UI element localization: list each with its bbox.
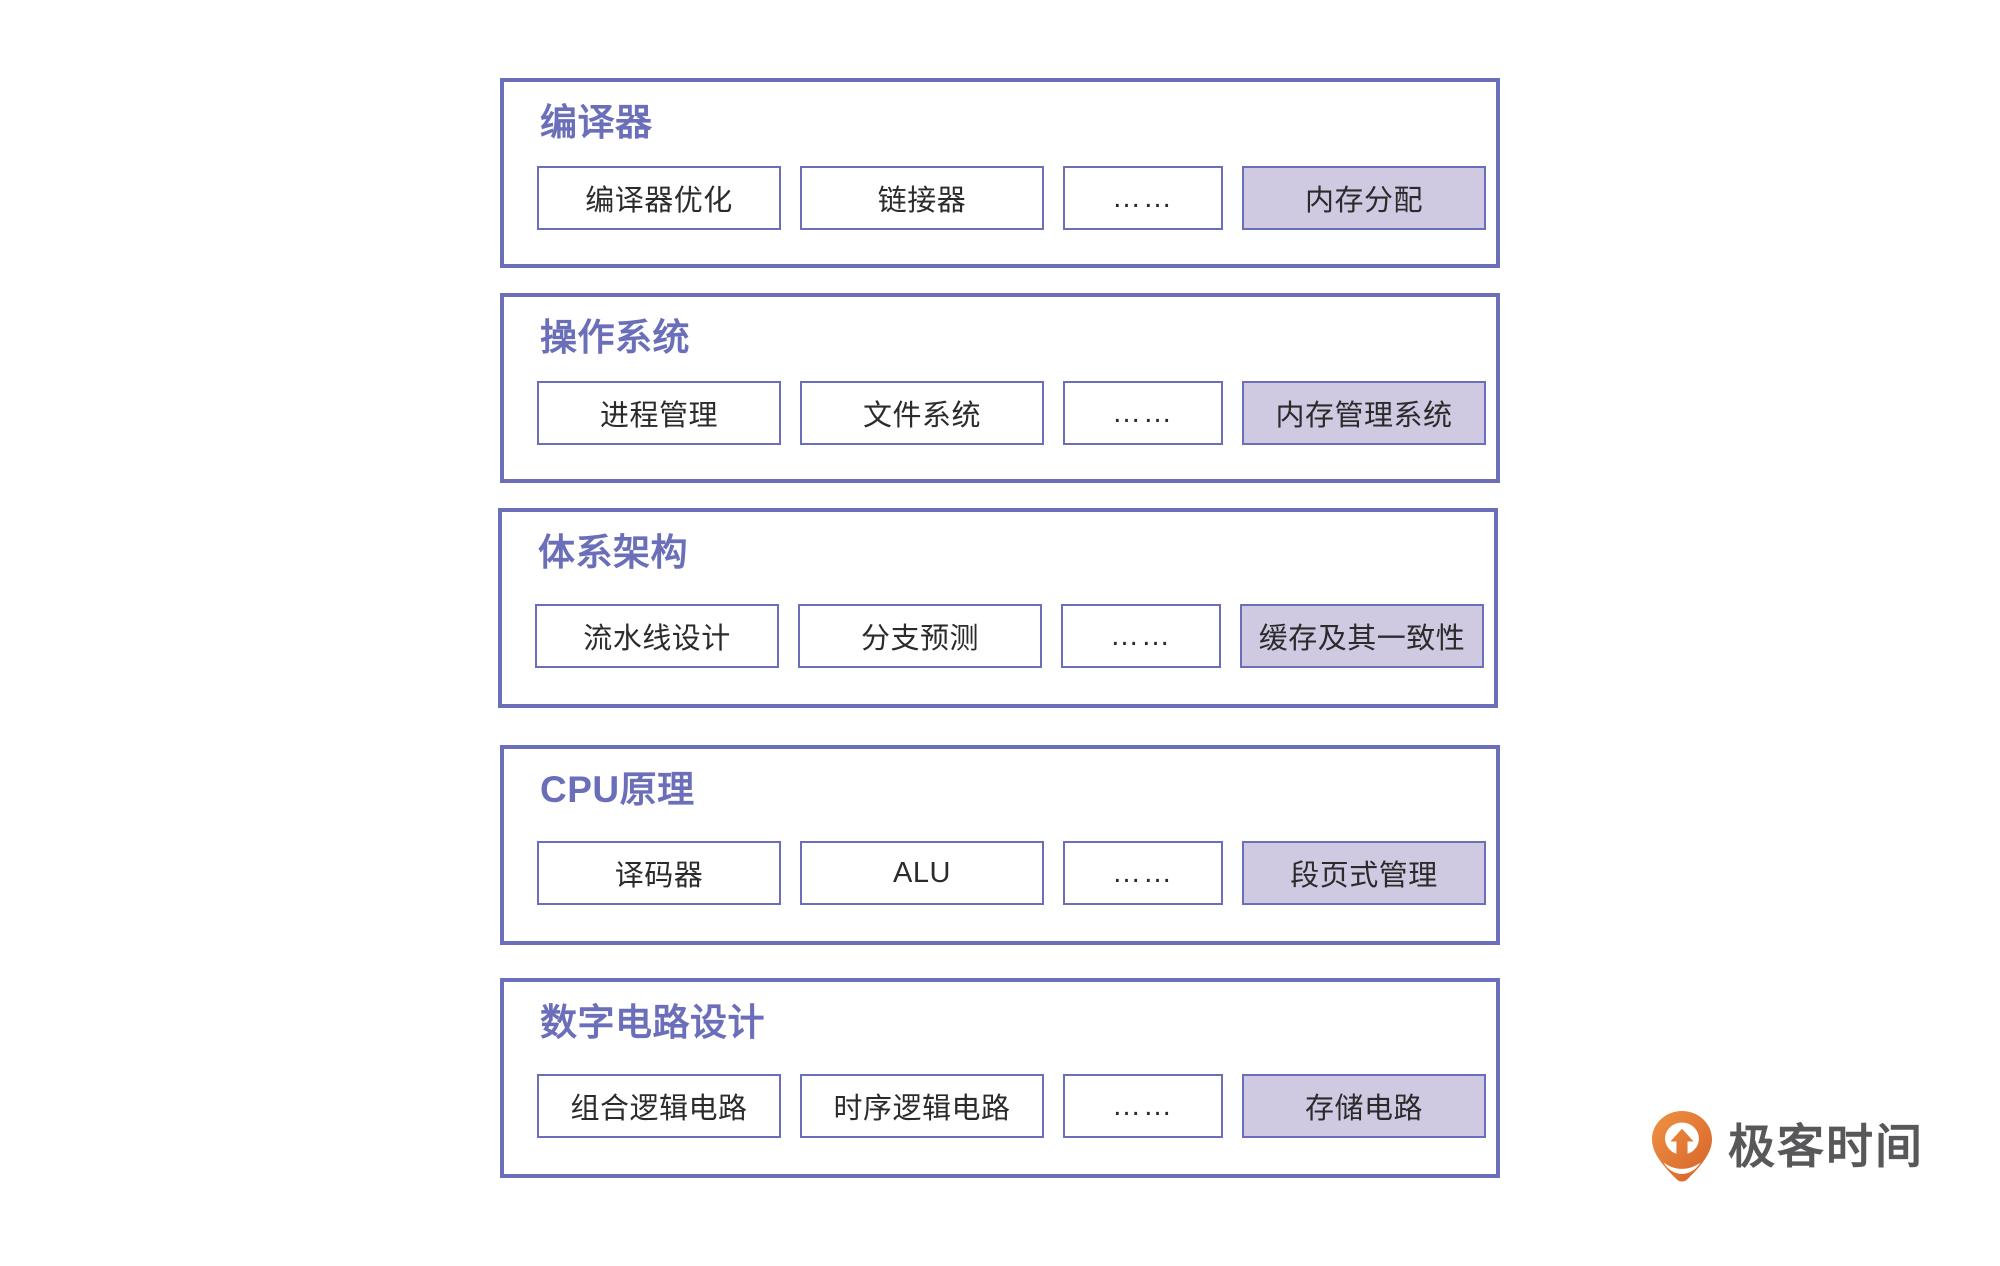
cell-file-system[interactable]: 文件系统 [800, 381, 1044, 445]
layer-digital-circuit-design: 数字电路设计 组合逻辑电路 时序逻辑电路 …… 存储电路 [500, 978, 1500, 1178]
cell-memory-allocation[interactable]: 内存分配 [1242, 166, 1486, 230]
layer-computer-architecture: 体系架构 流水线设计 分支预测 …… 缓存及其一致性 [498, 508, 1498, 708]
cell-ellipsis[interactable]: …… [1063, 841, 1223, 905]
cell-ellipsis[interactable]: …… [1061, 604, 1221, 668]
cell-compiler-optimization[interactable]: 编译器优化 [537, 166, 781, 230]
cell-decoder[interactable]: 译码器 [537, 841, 781, 905]
cell-storage-circuit[interactable]: 存储电路 [1242, 1074, 1486, 1138]
cell-branch-prediction[interactable]: 分支预测 [798, 604, 1042, 668]
layer-cell-group: 编译器优化 链接器 …… 内存分配 [537, 166, 1486, 230]
layer-cell-group: 译码器 ALU …… 段页式管理 [537, 841, 1486, 905]
cell-ellipsis[interactable]: …… [1063, 1074, 1223, 1138]
layer-compiler: 编译器 编译器优化 链接器 …… 内存分配 [500, 78, 1500, 268]
cell-pipeline-design[interactable]: 流水线设计 [535, 604, 779, 668]
layer-title: 操作系统 [540, 317, 690, 358]
cell-cache-coherence[interactable]: 缓存及其一致性 [1240, 604, 1484, 668]
layer-title: 编译器 [540, 102, 653, 143]
layer-cell-group: 流水线设计 分支预测 …… 缓存及其一致性 [535, 604, 1484, 668]
cell-ellipsis[interactable]: …… [1063, 166, 1223, 230]
cell-ellipsis[interactable]: …… [1063, 381, 1223, 445]
layer-operating-system: 操作系统 进程管理 文件系统 …… 内存管理系统 [500, 293, 1500, 483]
layer-title: 数字电路设计 [540, 1002, 765, 1043]
cell-combinational-logic-circuit[interactable]: 组合逻辑电路 [537, 1074, 781, 1138]
cell-memory-management-system[interactable]: 内存管理系统 [1242, 381, 1486, 445]
cell-alu[interactable]: ALU [800, 841, 1044, 905]
cell-segmented-paging-management[interactable]: 段页式管理 [1242, 841, 1486, 905]
cell-process-management[interactable]: 进程管理 [537, 381, 781, 445]
geektime-logo: 极客时间 [1650, 1110, 1924, 1182]
layer-title: CPU原理 [540, 769, 695, 810]
geektime-pin-icon [1652, 1111, 1712, 1182]
layer-cell-group: 组合逻辑电路 时序逻辑电路 …… 存储电路 [537, 1074, 1486, 1138]
layer-cell-group: 进程管理 文件系统 …… 内存管理系统 [537, 381, 1486, 445]
layer-cpu-principles: CPU原理 译码器 ALU …… 段页式管理 [500, 745, 1500, 945]
cell-sequential-logic-circuit[interactable]: 时序逻辑电路 [800, 1074, 1044, 1138]
cell-linker[interactable]: 链接器 [800, 166, 1044, 230]
layer-title: 体系架构 [538, 532, 688, 573]
logo-wordmark: 极客时间 [1728, 1119, 1924, 1173]
